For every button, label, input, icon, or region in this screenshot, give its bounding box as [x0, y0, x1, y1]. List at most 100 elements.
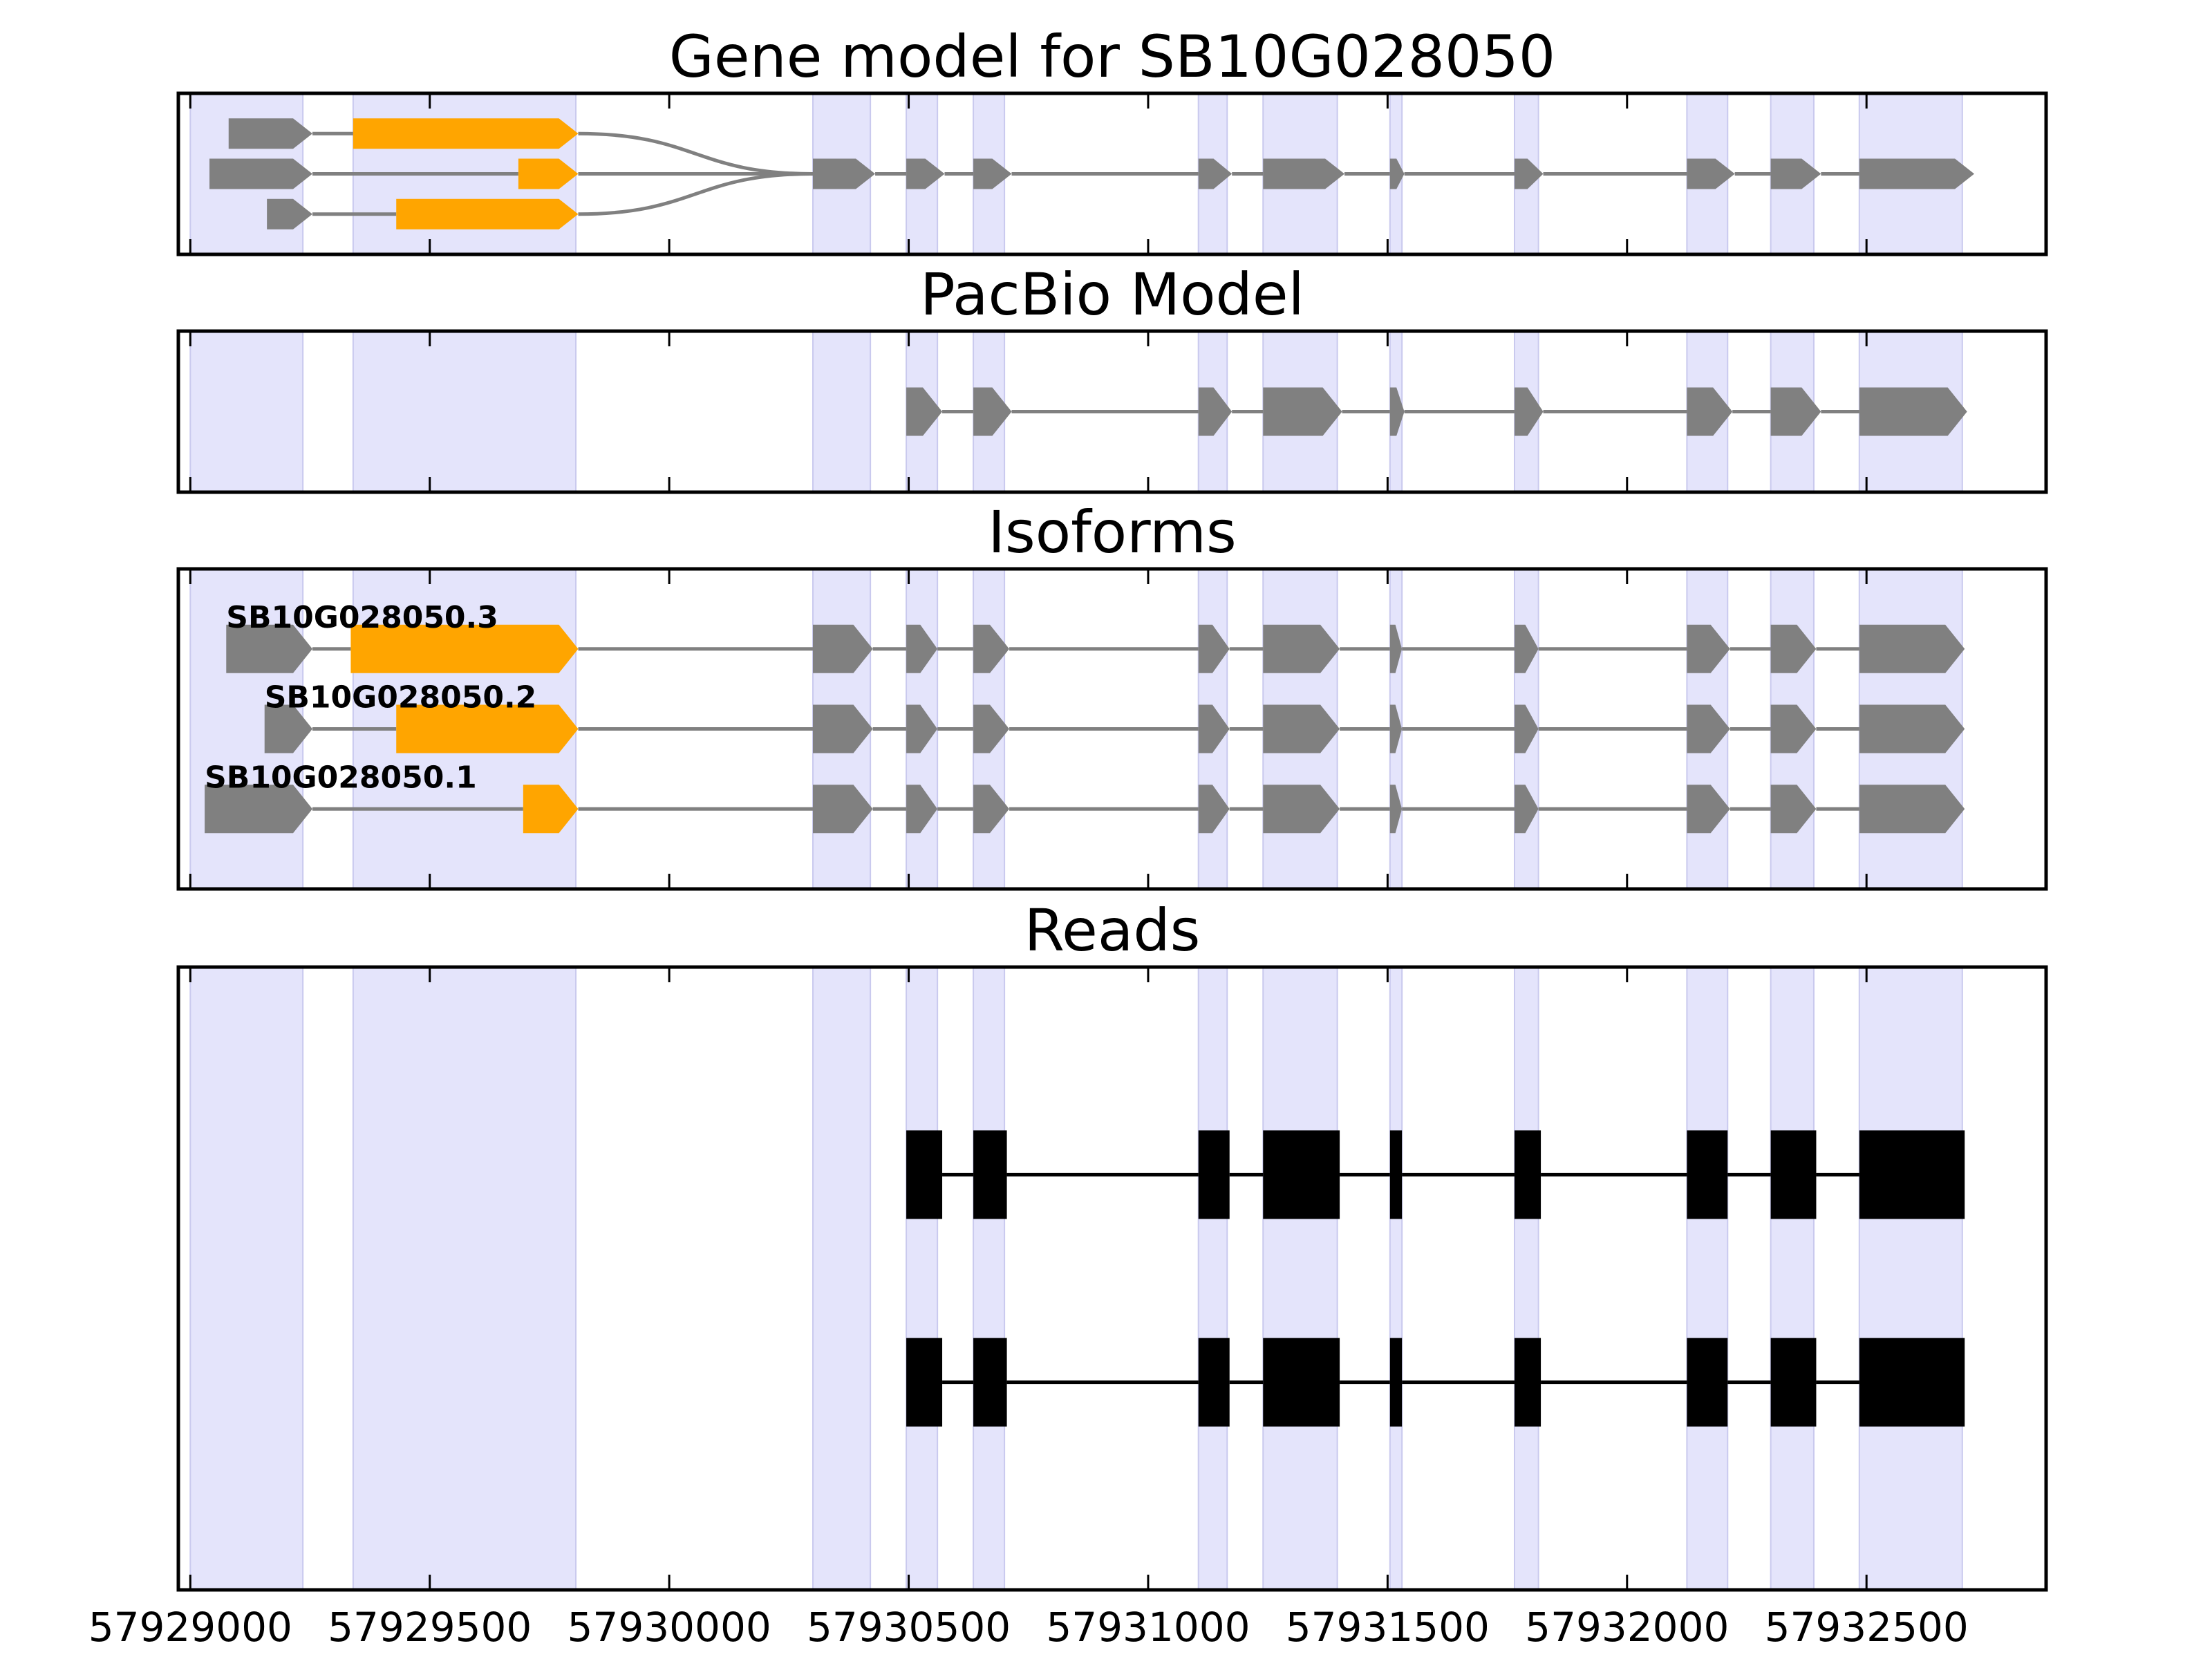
- cds-exon: [396, 704, 579, 753]
- exon: [1198, 624, 1230, 673]
- exon: [1687, 785, 1730, 834]
- read-block: [906, 1338, 943, 1427]
- exon: [1859, 387, 1967, 436]
- splice-curve: [578, 131, 813, 176]
- exon: [1514, 624, 1539, 673]
- exon: [906, 624, 938, 673]
- panel-2: PacBio Model: [176, 261, 2048, 494]
- exon: [1687, 624, 1730, 673]
- exon: [1687, 704, 1730, 753]
- panel-frame: [176, 329, 2048, 494]
- exon: [1859, 624, 1965, 673]
- x-tick-label: 57932500: [1765, 1604, 1969, 1651]
- read-block: [1859, 1130, 1965, 1219]
- isoform-label: SB10G028050.2: [265, 680, 537, 715]
- panel-title: Reads: [1024, 897, 1201, 964]
- exon: [205, 785, 312, 834]
- exon-band: [1686, 966, 1729, 1591]
- exon-band: [1858, 966, 1963, 1591]
- exon-band: [906, 966, 939, 1591]
- shared-exon: [1263, 158, 1345, 189]
- isoform-label: SB10G028050.1: [205, 760, 477, 795]
- exon: [1514, 704, 1539, 753]
- exon-band: [1770, 966, 1815, 1591]
- exon: [1198, 704, 1230, 753]
- exon: [973, 624, 1010, 673]
- read-block: [1687, 1338, 1728, 1427]
- shared-exon: [1389, 158, 1405, 189]
- exon-band: [812, 330, 872, 493]
- exon: [1389, 387, 1405, 436]
- read-block: [1514, 1338, 1541, 1427]
- exon: [812, 704, 873, 753]
- utr-exon: [267, 198, 312, 229]
- cds-exon: [523, 785, 579, 834]
- read-block: [1770, 1338, 1817, 1427]
- exon: [812, 785, 873, 834]
- exon: [226, 624, 312, 673]
- read-block: [1687, 1130, 1728, 1219]
- isoform-label: SB10G028050.3: [226, 600, 498, 635]
- exon: [973, 387, 1012, 436]
- exon-band: [189, 330, 304, 493]
- x-tick-label: 57929000: [88, 1604, 292, 1651]
- panel-title: Isoforms: [988, 498, 1237, 566]
- read-block: [1389, 1338, 1403, 1427]
- read-block: [1198, 1130, 1230, 1219]
- shared-exon: [973, 158, 1012, 189]
- exon: [906, 704, 938, 753]
- exon: [1859, 785, 1965, 834]
- x-tick-label: 57931000: [1046, 1604, 1250, 1651]
- read-block: [1263, 1338, 1340, 1427]
- exon: [1770, 624, 1817, 673]
- panel-title: PacBio Model: [920, 261, 1304, 328]
- read-block: [973, 1338, 1007, 1427]
- exon-band: [1389, 966, 1403, 1591]
- exon: [1263, 624, 1340, 673]
- read-block: [1389, 1130, 1403, 1219]
- exon: [1770, 387, 1821, 436]
- exon: [1770, 704, 1817, 753]
- read-block: [973, 1130, 1007, 1219]
- exon: [973, 785, 1010, 834]
- panel-frame: [176, 965, 2048, 1592]
- utr-exon: [209, 158, 312, 189]
- exon: [906, 387, 943, 436]
- exon: [1389, 704, 1403, 753]
- panel-frame: [176, 567, 2048, 891]
- exon-band: [352, 966, 577, 1591]
- exon: [1198, 785, 1230, 834]
- read-block: [1770, 1130, 1817, 1219]
- read-block: [1263, 1130, 1340, 1219]
- cds-exon: [396, 198, 579, 229]
- panel-3: IsoformsSB10G028050.3SB10G028050.2SB10G0…: [176, 498, 2048, 891]
- panel-title: Gene model for SB10G028050: [669, 23, 1555, 91]
- exon-band: [1513, 966, 1539, 1591]
- cds-exon: [350, 624, 579, 673]
- x-tick-label: 57932000: [1525, 1604, 1729, 1651]
- x-tick-label: 57931500: [1286, 1604, 1490, 1651]
- exon: [973, 704, 1010, 753]
- read-block: [1198, 1338, 1230, 1427]
- read-block: [906, 1130, 943, 1219]
- exon: [1859, 704, 1965, 753]
- exon: [1514, 387, 1544, 436]
- splice-curve: [578, 172, 813, 216]
- exon: [1514, 785, 1539, 834]
- shared-exon: [812, 158, 876, 189]
- cds-exon: [518, 158, 579, 189]
- exon: [1770, 785, 1817, 834]
- shared-exon: [906, 158, 945, 189]
- panel-frame: [176, 91, 2048, 256]
- shared-exon: [1514, 158, 1544, 189]
- exon-band: [189, 966, 304, 1591]
- exon: [1687, 387, 1733, 436]
- x-tick-label: 57930000: [568, 1604, 771, 1651]
- shared-exon: [1859, 158, 1975, 189]
- exon: [1389, 785, 1403, 834]
- shared-exon: [1198, 158, 1232, 189]
- exon-band: [973, 966, 1006, 1591]
- exon: [1263, 387, 1342, 436]
- exon: [812, 624, 873, 673]
